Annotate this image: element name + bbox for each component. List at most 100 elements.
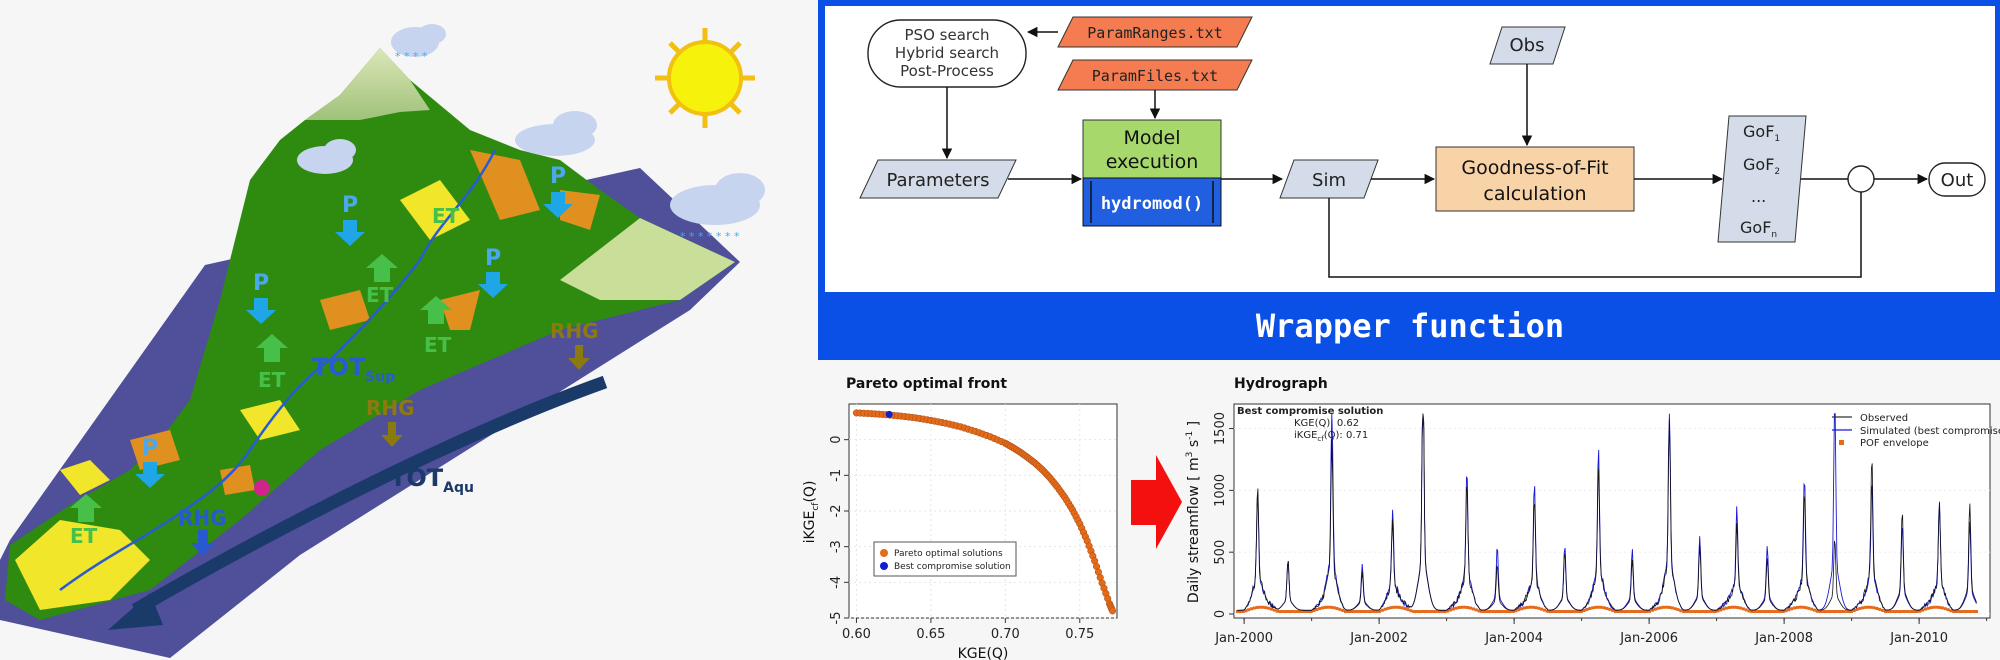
evapotranspiration-labels: ET ET ET ET ET [70, 204, 460, 548]
pof-envelope-point [1346, 610, 1350, 614]
tot-sup-label: TOTSup [312, 353, 395, 385]
pof-envelope-point [1318, 607, 1322, 611]
pof-envelope-point [1946, 608, 1950, 612]
pof-envelope-point [1895, 610, 1899, 614]
pof-envelope-point [1821, 610, 1825, 614]
pof-envelope-point [1781, 610, 1785, 614]
pof-envelope-point [1795, 605, 1799, 609]
pof-envelope-point [1818, 610, 1822, 614]
pof-envelope-point [1284, 610, 1288, 614]
pof-envelope-point [1400, 606, 1404, 610]
sun-icon [655, 28, 755, 128]
pof-envelope-point [1878, 607, 1882, 611]
pof-envelope-point [1585, 607, 1589, 611]
gof-line-1: Goodness-of-Fit [1461, 157, 1608, 179]
pof-envelope-point [1378, 609, 1382, 613]
pof-envelope-point [1252, 606, 1256, 610]
pof-envelope-point [1628, 610, 1632, 614]
wrapper-function-title: Wrapper function [1256, 307, 1564, 345]
pof-envelope-point [1966, 610, 1970, 614]
pof-envelope-point [1463, 605, 1467, 609]
pof-envelope-point [1832, 610, 1836, 614]
hydro-xtick-label: Jan-2006 [1619, 631, 1678, 646]
pof-envelope-point [1747, 609, 1751, 613]
observed-series [1237, 413, 1977, 611]
annot-title: Best compromise solution [1237, 406, 1383, 417]
pof-envelope-point [1574, 610, 1578, 614]
pof-envelope-point [1912, 610, 1916, 614]
pof-envelope-point [1784, 609, 1788, 613]
pof-envelope-point [1710, 610, 1714, 614]
pof-envelope-point [1505, 610, 1509, 614]
model-line-1: Model [1123, 127, 1180, 149]
flow-arrow-icon [1131, 455, 1182, 549]
evapotranspiration-arrows [70, 254, 452, 522]
svg-text:RHG: RHG [178, 506, 227, 530]
pof-envelope-point [1432, 610, 1436, 614]
pof-envelope-point [1716, 609, 1720, 613]
pof-envelope-point [1571, 610, 1575, 614]
pof-envelope-point [1667, 605, 1671, 609]
land-use-patches-2 [130, 150, 600, 495]
pareto-legend: Pareto optimal solutions Best compromise… [873, 541, 1017, 577]
pof-envelope-point [1673, 607, 1677, 611]
pof-envelope-point [1830, 610, 1834, 614]
pof-envelope-point [1702, 610, 1706, 614]
pof-envelope-point [1275, 609, 1279, 613]
svg-text:RHG: RHG [366, 396, 415, 420]
pof-envelope-point [1693, 610, 1697, 614]
pof-envelope-point [1810, 607, 1814, 611]
pareto-points [852, 409, 1117, 615]
pof-envelope-point [1949, 609, 1953, 613]
watershed-illustration: * * * * * * * * * * * P P P P P ET ET ET… [0, 24, 765, 658]
pof-envelope-point [1443, 610, 1447, 614]
pof-envelope-point [1812, 608, 1816, 612]
pof-envelope-point [1312, 609, 1316, 613]
pof-envelope-point [1451, 607, 1455, 611]
pof-envelope-point [1395, 605, 1399, 609]
pof-envelope-point [1793, 606, 1797, 610]
pof-envelope-point [1923, 607, 1927, 611]
outlet-marker [254, 480, 270, 496]
pareto-ytick-label: -3 [829, 540, 844, 553]
legend-best-label: Best compromise solution [894, 562, 1011, 572]
pof-envelope-point [1582, 609, 1586, 613]
pof-envelope-point [1329, 605, 1333, 609]
model-execution-box [1082, 119, 1222, 179]
pof-envelope-point [1741, 607, 1745, 611]
pareto-ytick-label: -4 [829, 576, 844, 589]
pof-envelope-point [1352, 610, 1356, 614]
svg-text:ET: ET [366, 283, 394, 307]
pof-envelope-point [1773, 610, 1777, 614]
pof-envelope-point [1321, 606, 1325, 610]
pof-envelope-point [1588, 607, 1592, 611]
pof-envelope-point [1932, 605, 1936, 609]
pareto-ytick-label: -5 [829, 612, 844, 625]
pof-envelope-point [1727, 606, 1731, 610]
rhg-labels: RHG RHG [366, 319, 599, 420]
pof-envelope-point [1517, 608, 1521, 612]
pof-envelope-point [1335, 606, 1339, 610]
pof-envelope-point [1514, 609, 1518, 613]
pof-envelope-point [1682, 610, 1686, 614]
hydro-ytick-label: 0 [1213, 610, 1228, 618]
pof-envelope-point [1608, 607, 1612, 611]
pareto-xlabel: KGE(Q) [958, 646, 1009, 660]
pof-envelope-point [1625, 610, 1629, 614]
pof-envelope-point [1707, 610, 1711, 614]
pof-envelope-point [1844, 610, 1848, 614]
pof-envelope-point [1756, 610, 1760, 614]
pof-envelope-point [1255, 605, 1259, 609]
pof-envelope-point [1679, 609, 1683, 613]
land-surface [5, 48, 735, 620]
pof-envelope-point [1801, 605, 1805, 609]
pof-envelope-point [1636, 610, 1640, 614]
pof-envelope-point [1383, 607, 1387, 611]
pof-envelope-point [1685, 610, 1689, 614]
pof-envelope-point [1295, 610, 1299, 614]
pof-envelope-point [1696, 610, 1700, 614]
pof-envelope-point [1366, 610, 1370, 614]
